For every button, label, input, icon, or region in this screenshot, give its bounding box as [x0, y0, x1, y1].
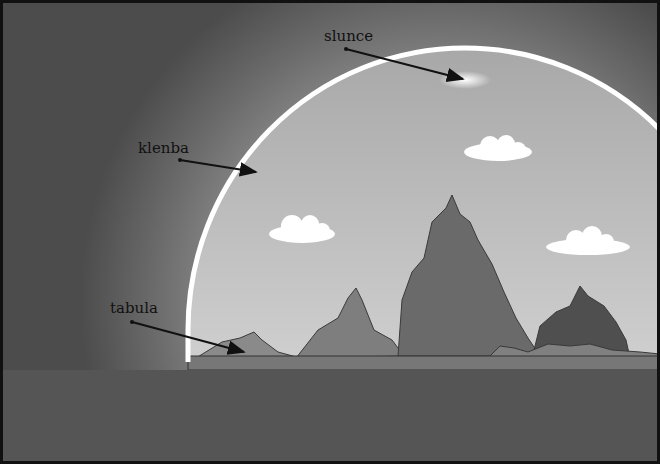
part-label: tabula: [110, 300, 158, 317]
sun: [439, 71, 491, 89]
tabula-plate: [188, 356, 660, 370]
part-label: slunce: [324, 28, 373, 45]
dome-arc: [188, 48, 660, 362]
leader-lines: [132, 49, 463, 352]
dome-interior: [188, 48, 660, 362]
leader-dots: [130, 47, 348, 324]
part-label: klenba: [138, 140, 189, 157]
ground: [0, 370, 660, 464]
mountains: [196, 195, 660, 360]
